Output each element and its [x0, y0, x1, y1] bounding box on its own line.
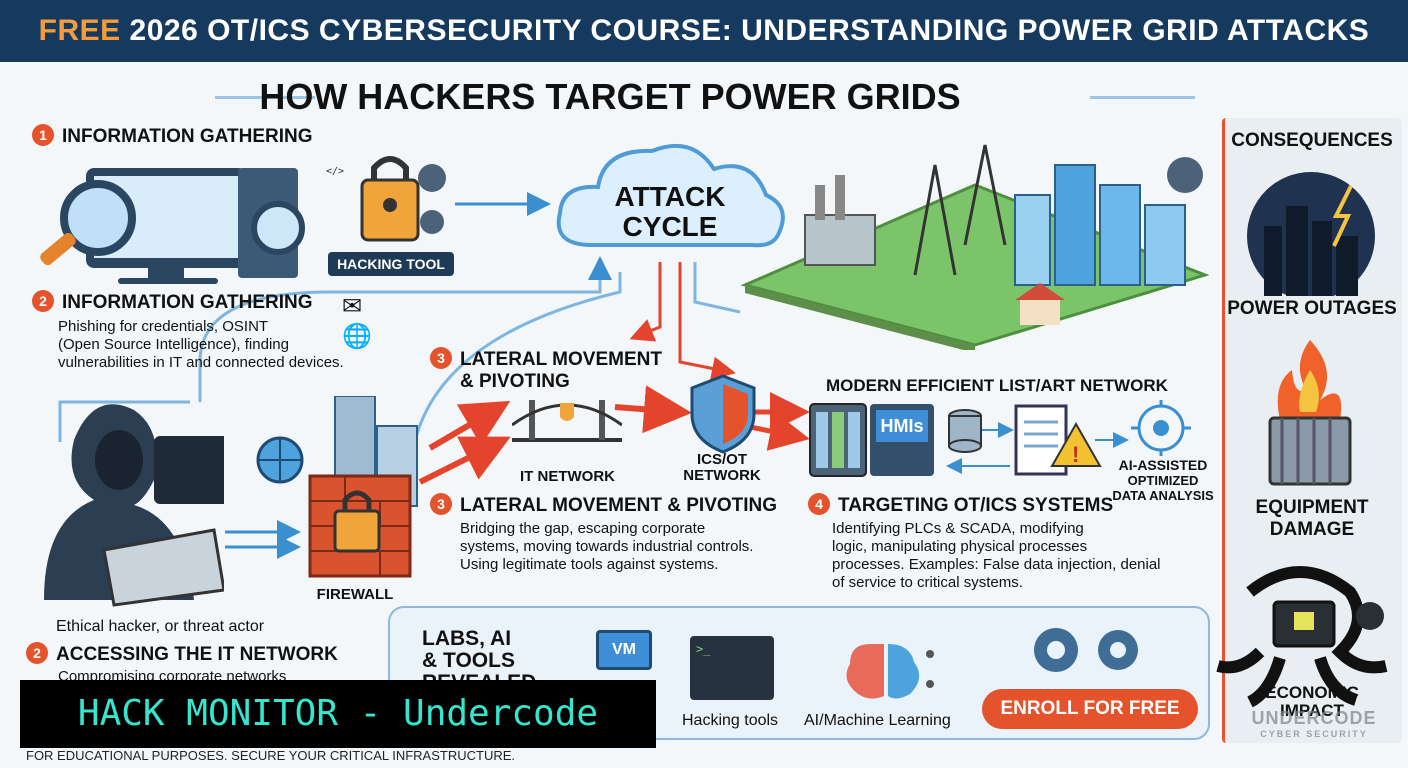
attack-cycle-line: ATTACK — [614, 181, 726, 212]
octopus-hacker-icon — [1216, 566, 1388, 708]
step3b-header: 3 LATERAL MOVEMENT & PIVOTING — [430, 493, 777, 517]
firewall-building-icon — [308, 396, 418, 578]
attack-cycle-line: CYCLE — [622, 211, 718, 242]
hacker-caption: Ethical hacker, or threat actor — [56, 618, 265, 635]
enroll-button[interactable]: ENROLL FOR FREE — [982, 689, 1198, 729]
step4-body: Identifying PLCs & SCADA, modifying logi… — [832, 520, 1161, 592]
labs-title-line: & TOOLS — [422, 649, 515, 672]
hmis-label: HMIs — [876, 410, 928, 442]
step3a-number: 3 — [430, 347, 452, 369]
ai-assisted-line: DATA ANALYSIS — [1112, 488, 1214, 503]
equipment-line: EQUIPMENT — [1255, 497, 1369, 518]
hack-monitor-overlay: HACK MONITOR - Undercode — [20, 680, 656, 748]
ai-assisted-line: AI-ASSISTED — [1118, 457, 1208, 473]
page-title: HOW HACKERS TARGET POWER GRIDS — [259, 76, 961, 117]
step3a-title-line: LATERAL MOVEMENT — [460, 349, 662, 370]
step4-line: logic, manipulating physical processes — [832, 538, 1088, 555]
database-icon — [948, 409, 982, 453]
padlock-gears-icon: </> — [326, 156, 446, 242]
modern-network-label: MODERN EFFICIENT LIST/ART NETWORK — [826, 376, 1168, 395]
hacking-tools-label: Hacking tools — [682, 712, 779, 729]
transformer-fire-icon — [1268, 340, 1352, 486]
step3b-body: Bridging the gap, escaping corporate sys… — [460, 520, 753, 574]
economic-line: IMPACT — [1280, 701, 1344, 720]
step2a-line: Phishing for credentials, OSINT — [58, 318, 269, 335]
step2a-body: Phishing for credentials, OSINT (Open So… — [58, 318, 344, 372]
network-globe-icon — [256, 436, 304, 484]
watermark-line: UNDERCODE — [1251, 708, 1377, 728]
globe-icon: 🌐 — [342, 323, 372, 350]
step3a-title-line: & PIVOTING — [460, 371, 570, 392]
envelope-icon: ✉ — [342, 293, 363, 320]
firewall-label: FIREWALL — [316, 586, 394, 603]
svg-text:!: ! — [1072, 442, 1079, 467]
connector-arrows — [58, 192, 1129, 559]
step3b-line: Using legitimate tools against systems. — [460, 556, 719, 573]
vm-icon: VM — [596, 630, 652, 670]
power-outages-label: POWER OUTAGES — [1227, 298, 1397, 319]
footer-note: FOR EDUCATIONAL PURPOSES. SECURE YOUR CR… — [26, 748, 516, 763]
banner-free: FREE — [38, 14, 121, 47]
step3b-line: Bridging the gap, escaping corporate — [460, 520, 706, 537]
step1-header: 1 INFORMATION GATHERING — [32, 124, 313, 148]
hmi-panel: HMIs — [870, 404, 934, 476]
watermark-line: CYBER SECURITY — [1260, 729, 1368, 739]
city-blackout-icon — [1247, 172, 1375, 296]
svg-text:</>: </> — [326, 166, 344, 177]
step4-title: TARGETING OT/ICS SYSTEMS — [838, 495, 1114, 516]
it-network-label: IT NETWORK — [520, 468, 615, 485]
hooded-hacker-illustration — [44, 404, 224, 607]
ics-network-line: NETWORK — [683, 467, 761, 484]
document-warning-icon: ! — [1014, 404, 1102, 476]
step4-line: Identifying PLCs & SCADA, modifying — [832, 520, 1084, 537]
plc-rack-icon — [809, 403, 867, 477]
step1-number: 1 — [32, 124, 54, 146]
shield-icon — [690, 374, 756, 454]
banner-text: 2026 OT/ICS CYBERSECURITY COURSE: UNDERS… — [120, 14, 1370, 47]
step2b-header: 2 ACCESSING THE IT NETWORK — [26, 642, 338, 666]
step2b-number: 2 — [26, 642, 48, 664]
step2a-number: 2 — [32, 290, 54, 312]
economic-line: ECONOMIC — [1265, 683, 1359, 702]
step2b-title: ACCESSING THE IT NETWORK — [56, 644, 338, 665]
top-banner: FREE 2026 OT/ICS CYBERSECURITY COURSE: U… — [0, 0, 1408, 62]
step2a-header: 2 INFORMATION GATHERING — [32, 290, 313, 314]
step3b-line: systems, moving towards industrial contr… — [460, 538, 754, 555]
title-line-left — [215, 96, 315, 99]
title-line-right — [1090, 96, 1195, 99]
attack-cycle-cloud — [556, 143, 785, 248]
step2a-title: INFORMATION GATHERING — [62, 292, 313, 313]
step4-number: 4 — [808, 493, 830, 515]
labs-title-line: LABS, AI — [422, 627, 512, 650]
computer-magnifier-icon — [40, 168, 305, 284]
power-grid-city-illustration — [740, 144, 1210, 350]
ai-assisted-line: OPTIMIZED — [1127, 473, 1199, 488]
step3b-title: LATERAL MOVEMENT & PIVOTING — [460, 495, 778, 516]
ai-assisted-label: AI-ASSISTED OPTIMIZED DATA ANALYSIS — [1108, 457, 1218, 504]
step3b-number: 3 — [430, 493, 452, 515]
equipment-damage-label: EQUIPMENT DAMAGE — [1222, 497, 1402, 541]
consequences-title: CONSEQUENCES — [1231, 130, 1393, 151]
ics-network-label: ICS/OT NETWORK — [672, 452, 772, 484]
step3a-header: 3 LATERAL MOVEMENT & PIVOTING — [430, 347, 662, 393]
economic-impact-label: ECONOMIC IMPACT — [1222, 684, 1402, 720]
step4-line: of service to critical systems. — [832, 574, 1023, 591]
ai-brain-icon — [1131, 400, 1191, 456]
gears-icon — [1034, 628, 1138, 672]
attack-cycle-label: ATTACK CYCLE — [552, 182, 788, 242]
step2a-line: vulnerabilities in IT and connected devi… — [58, 354, 344, 371]
watermark-logo: UNDERCODE CYBER SECURITY — [1224, 708, 1404, 739]
step4-header: 4 TARGETING OT/ICS SYSTEMS — [808, 493, 1113, 517]
ai-ml-label: AI/Machine Learning — [804, 712, 951, 729]
hacking-tool-badge: HACKING TOOL — [328, 252, 454, 276]
step4-line: processes. Examples: False data injectio… — [832, 556, 1161, 573]
equipment-line: DAMAGE — [1269, 519, 1355, 540]
ics-network-line: ICS/OT — [696, 451, 747, 468]
ai-brain-network-icon — [846, 644, 934, 699]
step1-title: INFORMATION GATHERING — [62, 126, 313, 147]
bridge-icon — [512, 400, 622, 442]
terminal-icon: >_ — [690, 636, 774, 700]
step2a-line: (Open Source Intelligence), finding — [58, 336, 289, 353]
